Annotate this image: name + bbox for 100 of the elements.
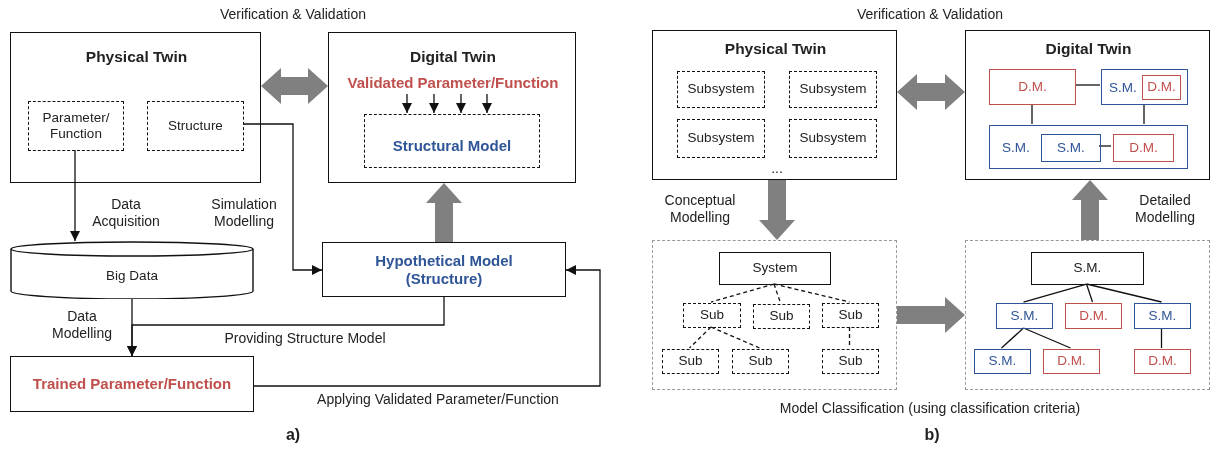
model-box bbox=[1101, 69, 1188, 105]
connector-line bbox=[773, 283, 782, 304]
block-arrow bbox=[759, 180, 795, 240]
node-label: Structural Model bbox=[392, 137, 512, 155]
dashed-box bbox=[753, 304, 810, 329]
node-label: S.M. bbox=[1057, 139, 1085, 157]
connector-line bbox=[1074, 84, 1101, 86]
process-box bbox=[10, 356, 254, 412]
node-label: Hypothetical Model (Structure) bbox=[374, 251, 514, 288]
dashed-box bbox=[677, 71, 765, 108]
model-box bbox=[1043, 349, 1100, 374]
node-label: Sub bbox=[838, 307, 863, 324]
node-label: Subsystem bbox=[687, 130, 755, 147]
panel-label: a) bbox=[285, 426, 301, 444]
dashed-box bbox=[789, 71, 877, 108]
connector-line bbox=[1160, 327, 1163, 349]
node-label: Sub bbox=[838, 353, 863, 370]
connector-line bbox=[710, 326, 761, 349]
node-label: Trained Parameter/Function bbox=[32, 375, 232, 393]
model-box bbox=[989, 125, 1188, 169]
connector-line bbox=[1031, 103, 1033, 125]
box-title: Digital Twin bbox=[409, 46, 497, 67]
arrow bbox=[456, 93, 466, 114]
dashed-panel bbox=[965, 240, 1210, 390]
model-box bbox=[989, 69, 1076, 105]
process-box bbox=[719, 252, 831, 285]
node-label: D.M. bbox=[1129, 139, 1158, 157]
model-box bbox=[1134, 349, 1191, 374]
process-box bbox=[652, 30, 897, 180]
process-box bbox=[328, 32, 576, 183]
model-box bbox=[1142, 75, 1181, 100]
node-label: Sub bbox=[748, 353, 773, 370]
connector-line bbox=[688, 326, 712, 349]
block-arrow bbox=[261, 68, 328, 104]
model-box bbox=[1113, 134, 1174, 162]
node-label: D.M. bbox=[1147, 79, 1176, 96]
arrow bbox=[482, 93, 492, 114]
node-label: S.M. bbox=[988, 353, 1017, 370]
node-label: Validated Parameter/Function bbox=[347, 74, 559, 92]
connector-line bbox=[1098, 145, 1112, 147]
connector-line bbox=[1022, 327, 1072, 349]
node-label: System bbox=[752, 260, 798, 277]
panel-label: b) bbox=[924, 426, 940, 444]
block-arrow bbox=[897, 297, 965, 333]
node-label: S.M. bbox=[1010, 307, 1039, 325]
dashed-box bbox=[822, 303, 879, 328]
node-label: Sub bbox=[769, 308, 794, 325]
process-box bbox=[322, 242, 566, 297]
dashed-panel bbox=[652, 240, 897, 390]
dashed-box bbox=[364, 114, 540, 168]
dashed-box bbox=[732, 349, 789, 374]
connector-line bbox=[710, 283, 775, 303]
process-box bbox=[10, 32, 261, 183]
caption-text: Model Classification (using classification criteria) bbox=[779, 400, 1081, 416]
node-label: Sub bbox=[700, 307, 724, 324]
node-label: Subsystem bbox=[799, 81, 867, 98]
node-label: Big Data bbox=[106, 267, 158, 285]
node-label: Parameter/ Function bbox=[41, 109, 111, 143]
model-box bbox=[974, 349, 1031, 374]
dashed-box bbox=[683, 303, 741, 328]
arrow bbox=[70, 149, 80, 242]
node-label: Structure bbox=[168, 117, 223, 135]
model-box bbox=[1065, 303, 1122, 329]
model-box bbox=[1134, 303, 1191, 329]
block-arrow bbox=[897, 74, 965, 110]
node-label: S.M. bbox=[1073, 260, 1102, 277]
connector-line bbox=[1085, 283, 1094, 303]
box-title: Physical Twin bbox=[84, 46, 189, 67]
dashed-box bbox=[662, 349, 719, 374]
arrow bbox=[127, 296, 445, 357]
model-box bbox=[1041, 134, 1101, 162]
box-title: S.M. bbox=[1001, 138, 1031, 157]
block-arrow bbox=[1072, 180, 1108, 240]
box-title: Physical Twin bbox=[723, 38, 828, 59]
caption-text: Verification & Validation bbox=[219, 6, 367, 22]
node-label: Subsystem bbox=[799, 130, 867, 147]
connector-line bbox=[1000, 327, 1025, 349]
dashed-box bbox=[147, 101, 244, 151]
model-box bbox=[996, 303, 1053, 329]
dashed-box bbox=[28, 101, 124, 151]
connector-line bbox=[1143, 103, 1145, 125]
caption-text: Verification & Validation bbox=[856, 6, 1004, 22]
arrow bbox=[242, 123, 323, 275]
ellipsis-text: ... bbox=[771, 160, 783, 176]
arrow bbox=[429, 93, 439, 114]
node-label: Subsystem bbox=[687, 81, 755, 98]
box-title: Digital Twin bbox=[1044, 38, 1133, 59]
node-label: D.M. bbox=[1057, 353, 1086, 370]
arrow bbox=[253, 265, 601, 387]
connector-line bbox=[773, 283, 851, 303]
arrow bbox=[402, 93, 412, 114]
node-label: S.M. bbox=[1148, 307, 1177, 325]
node-label: D.M. bbox=[1018, 78, 1047, 96]
process-box bbox=[965, 30, 1210, 180]
process-box bbox=[1031, 252, 1144, 285]
dashed-box bbox=[822, 349, 879, 374]
dashed-box bbox=[789, 119, 877, 158]
node-label: D.M. bbox=[1079, 307, 1108, 325]
block-arrow bbox=[426, 183, 462, 242]
node-label: Sub bbox=[678, 353, 703, 370]
